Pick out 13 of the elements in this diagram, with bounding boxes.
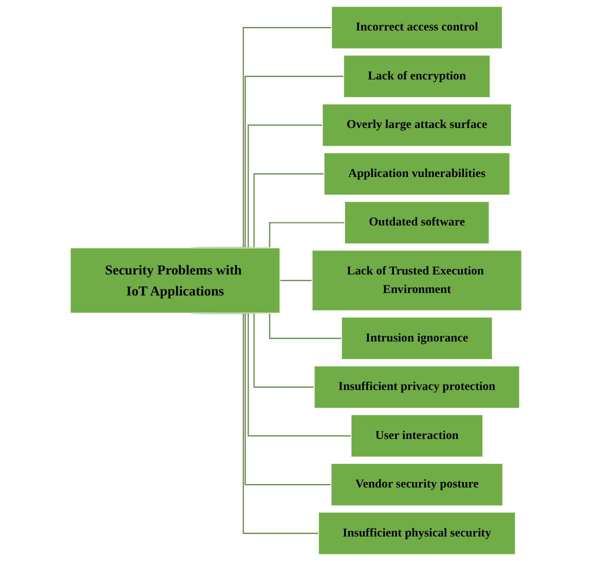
node-box: Lack of Trusted Execution Environment <box>311 250 522 312</box>
node-box: Outdated software <box>344 201 490 244</box>
node-box: Lack of encryption <box>342 54 490 98</box>
node-box: Intrusion ignorance <box>340 316 492 360</box>
node-box: Security Problems with IoT Applications <box>69 247 280 314</box>
connector <box>279 280 312 282</box>
node-box: Insufficient privacy protection <box>313 366 520 409</box>
node-box: Vendor security posture <box>330 463 503 506</box>
node-box: User interaction <box>350 414 483 458</box>
node-box: Application vulnerabilities <box>323 152 510 196</box>
node-box: Insufficient physical security <box>318 512 516 555</box>
node-box: Incorrect access control <box>330 6 502 50</box>
node-box: Overly large attack surface <box>321 104 512 147</box>
